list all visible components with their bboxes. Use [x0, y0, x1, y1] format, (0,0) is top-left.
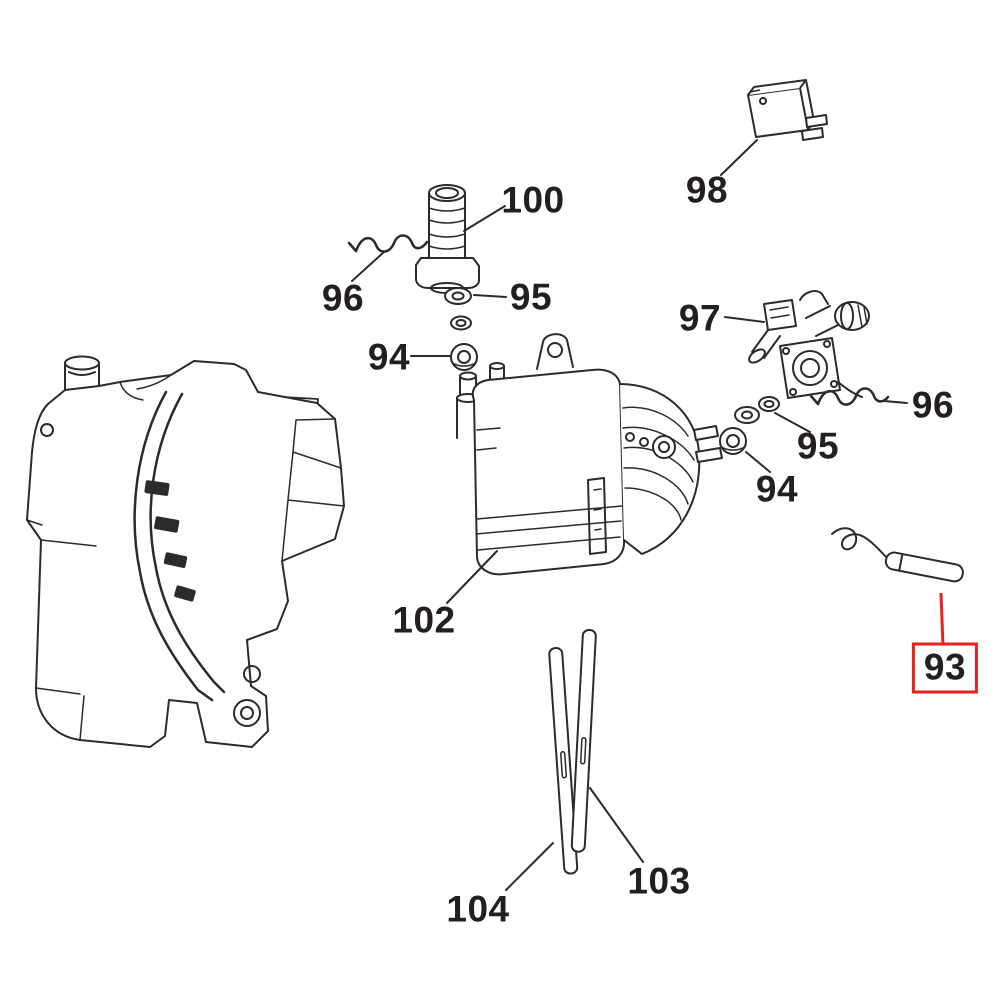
part-label-102: 102: [392, 599, 456, 641]
housing-assembly-drawing: [26, 355, 345, 748]
part-label-98: 98: [685, 169, 729, 211]
part-label-93-highlighted: 93: [911, 642, 979, 694]
part-label-95b: 95: [796, 425, 840, 467]
valve-assembly-97-drawing: [748, 290, 870, 399]
part-label-96b: 96: [911, 384, 955, 426]
leader-line-103: [589, 787, 644, 863]
leader-line-96b: [883, 400, 908, 404]
leader-line-93-highlight: [939, 592, 945, 647]
leader-line-94b: [745, 451, 771, 473]
spring-clip-96a-drawing: [347, 234, 429, 253]
part-label-103: 103: [627, 860, 691, 902]
leader-line-102: [446, 550, 498, 604]
micro-switch-drawing: [747, 79, 828, 141]
bushing-94a-drawing: [450, 343, 478, 371]
leader-line-96a: [351, 251, 385, 282]
solenoid-valve-drawing: [415, 184, 480, 294]
leader-line-95b: [774, 412, 811, 433]
sensor-probe-drawing: [831, 527, 964, 583]
rod-104-drawing: [548, 646, 579, 875]
heater-motor-assembly-drawing: [456, 333, 723, 576]
leader-line-95a: [473, 294, 507, 298]
part-label-96a: 96: [321, 277, 365, 319]
part-label-95a: 95: [509, 276, 553, 318]
part-label-94b: 94: [755, 468, 799, 510]
leader-line-98: [720, 139, 758, 176]
washers-95b-drawing: [734, 396, 780, 424]
part-label-100: 100: [501, 179, 565, 221]
washers-95a-drawing: [444, 287, 472, 331]
bushing-94b-drawing: [719, 427, 747, 455]
leader-line-97: [724, 316, 765, 323]
leader-line-104: [505, 842, 554, 891]
part-label-104: 104: [446, 888, 510, 930]
part-label-97: 97: [678, 297, 722, 339]
rod-103-drawing: [570, 628, 597, 853]
spring-clip-96b-drawing: [809, 387, 890, 406]
part-label-94a: 94: [367, 336, 411, 378]
leader-line-100: [463, 205, 506, 232]
